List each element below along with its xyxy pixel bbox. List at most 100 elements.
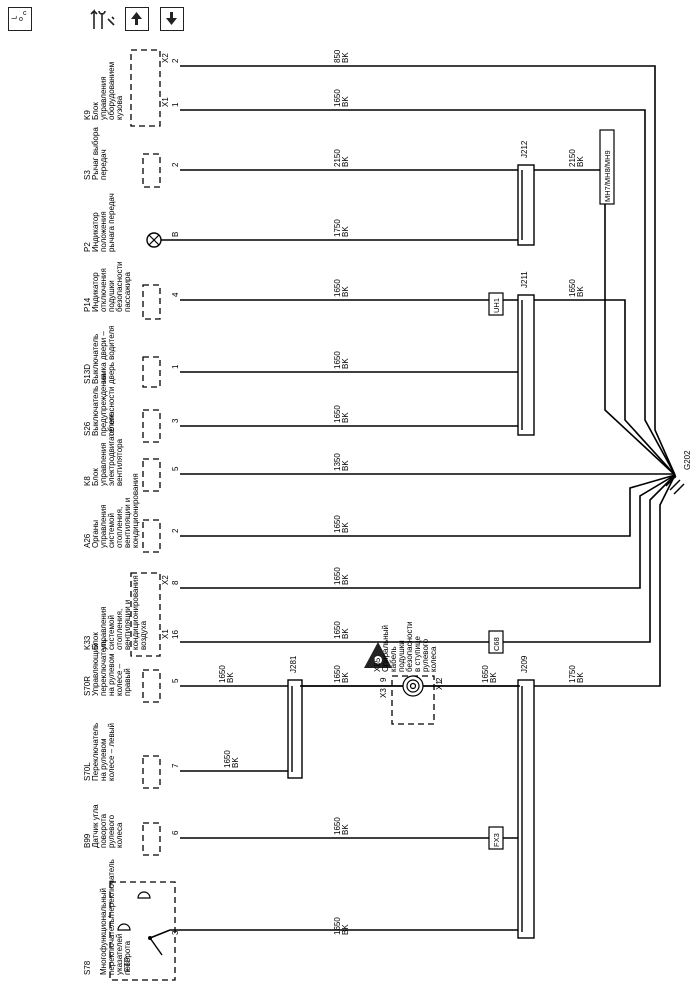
- component-description: Управляющий: [91, 643, 100, 696]
- wire-size: 1650: [333, 89, 342, 107]
- connector-id: X1: [435, 680, 444, 690]
- component-description: системой: [107, 513, 116, 548]
- wire-color: BK: [341, 96, 350, 107]
- component-description: дверь водителя: [107, 326, 116, 384]
- pin-number: 6: [171, 830, 180, 835]
- component-description: пассажира: [123, 272, 132, 313]
- svg-text:FX3: FX3: [492, 833, 501, 847]
- wire-color: BK: [576, 672, 585, 683]
- splice-j281: J281: [287, 655, 303, 779]
- pin-number: 5: [171, 466, 180, 471]
- arrow-down-button[interactable]: [160, 7, 184, 31]
- component-boxes: [109, 49, 435, 981]
- wire-size: 1650: [333, 515, 342, 533]
- wire-size: 1750: [568, 665, 577, 683]
- highbeam-icon: [137, 891, 151, 899]
- component-description: переключатель: [99, 639, 108, 696]
- connector-id: X2: [161, 53, 170, 63]
- component-description: Выключатель: [91, 334, 100, 384]
- splice-j209: J209: [517, 655, 535, 939]
- component-description: правый: [123, 668, 132, 696]
- component-description: отключения: [99, 268, 108, 312]
- pin-number: 2: [171, 162, 180, 167]
- wire-color: BK: [489, 672, 498, 683]
- wire-size: 1650: [333, 567, 342, 585]
- component-description: Органы: [91, 520, 100, 548]
- component-id: K8: [83, 476, 92, 486]
- connector-c68: C68: [488, 630, 504, 654]
- wire-color: BK: [341, 824, 350, 835]
- pin-number: 7: [171, 763, 180, 768]
- component-description: замка двери –: [99, 331, 108, 384]
- component-description: рычага передач: [107, 193, 116, 252]
- component-description: вентиляции и: [123, 498, 132, 548]
- wire-size: 1650: [333, 405, 342, 423]
- wire-size: 1650: [218, 665, 227, 683]
- wire-color: BK: [341, 412, 350, 423]
- component-id: S3: [83, 170, 92, 180]
- component-description: рулевого: [107, 814, 116, 848]
- component-description: Рычаг выбора: [91, 127, 100, 180]
- wire-size: 850: [333, 49, 342, 63]
- wire-size: 1650: [333, 817, 342, 835]
- multifunction-switch: [117, 891, 163, 956]
- svg-text:C68: C68: [492, 637, 501, 651]
- wire-size: 1350: [333, 453, 342, 471]
- component-description: поворота: [123, 940, 132, 975]
- pin-number: 5: [171, 678, 180, 683]
- component-description: вентилятора: [115, 438, 124, 486]
- clockspring-id: X85: [373, 657, 382, 672]
- wire-size: 1650: [481, 665, 490, 683]
- pin-number: 3: [171, 418, 180, 423]
- component-description: отопления,: [115, 507, 124, 548]
- wire-size: 2150: [333, 149, 342, 167]
- component-description: на рулевом: [99, 739, 108, 782]
- component-id: S13D: [83, 364, 92, 384]
- wire-size: 1650: [333, 621, 342, 639]
- legend-icon[interactable]: L o c: [8, 7, 32, 31]
- component-description: на рулевом: [107, 654, 116, 697]
- wire-color: BK: [341, 156, 350, 167]
- config-tool-icon[interactable]: [88, 5, 118, 33]
- wire-color: BK: [341, 522, 350, 533]
- pin-number: 4: [171, 292, 180, 297]
- wires: [149, 65, 676, 939]
- wire-color: BK: [576, 156, 585, 167]
- component-description: об опасности: [107, 387, 116, 436]
- splice-j212: J212: [517, 140, 535, 246]
- clockspring-description: рулевого: [421, 638, 430, 672]
- component-description: Блок: [91, 632, 100, 650]
- component-id: S70L: [83, 762, 92, 781]
- component-description: управления: [99, 504, 108, 548]
- pin-number: 2: [171, 528, 180, 533]
- component-description: отопления,: [115, 609, 124, 650]
- component-description: электродвигателем: [107, 414, 116, 486]
- component-description: Многофункциональный: [99, 888, 108, 975]
- component-description: кондиционирования: [131, 473, 140, 548]
- component-id: S78: [83, 960, 92, 975]
- arrow-up-button[interactable]: [125, 7, 149, 31]
- component-id: S26: [83, 421, 92, 436]
- component-id: P14: [83, 297, 92, 312]
- component-description: Выключатель: [91, 386, 100, 436]
- component-id: K33: [83, 635, 92, 650]
- connector-id: X2: [161, 575, 170, 585]
- component-description: управления: [99, 606, 108, 650]
- component-id: K9: [83, 110, 92, 120]
- wire-size: 1650: [333, 917, 342, 935]
- component-description: управления: [99, 442, 108, 486]
- component-description: передач: [99, 149, 108, 180]
- component-description: положения: [99, 211, 108, 252]
- wire-color: BK: [231, 757, 240, 768]
- component-description: безопасности: [115, 261, 124, 312]
- wire-color: BK: [341, 52, 350, 63]
- svg-text:UH1: UH1: [492, 298, 501, 313]
- component-description: предупреждения: [99, 373, 108, 436]
- pin-number: B: [171, 232, 180, 237]
- component-description: поворота: [99, 813, 108, 848]
- wire-color: BK: [576, 286, 585, 297]
- wire-size: 1650: [333, 665, 342, 683]
- wire-color: BK: [341, 286, 350, 297]
- component-description: Индикатор: [91, 212, 100, 252]
